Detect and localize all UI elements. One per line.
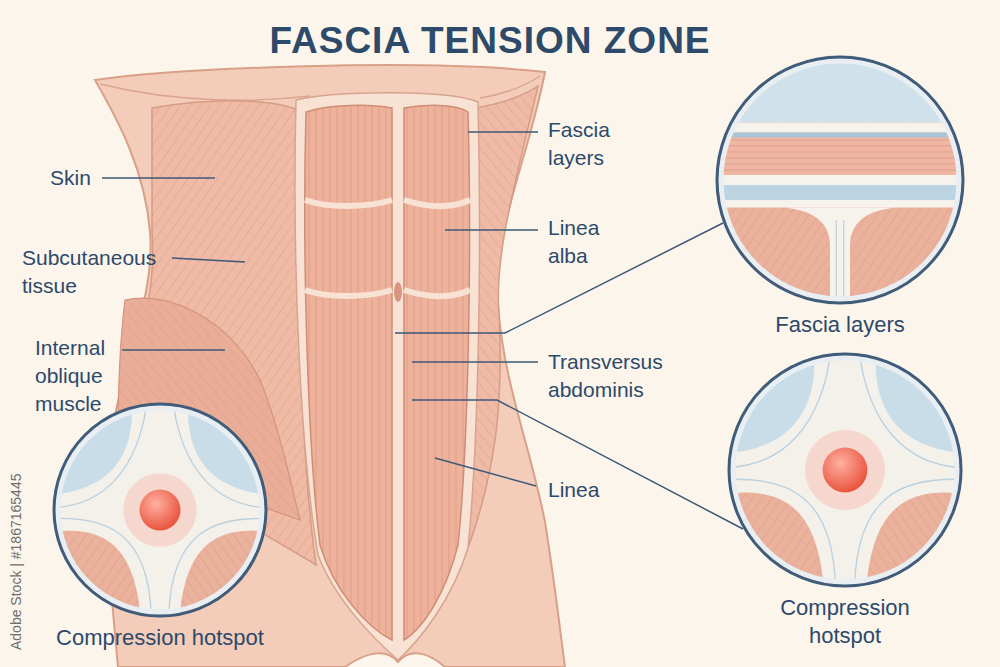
part-label: Linea [548,476,638,504]
rectus-abdominis [305,105,470,640]
part-label: Subcutaneous tissue [22,244,187,300]
circle-outline [52,402,268,618]
part-label: Skin [50,164,140,192]
fascia-layers-detail [715,55,965,305]
detail-circle: Compression hotspot [52,402,268,652]
part-label: Fascia layers [548,116,658,172]
circle-caption: Compression hotspot [20,624,300,652]
circle-caption: Compression hotspot [755,594,935,650]
rectus-sheath [295,93,480,660]
circle-caption: Fascia layers [710,311,970,339]
circle-outline [727,352,963,588]
circle-outline [715,55,965,305]
part-label: Linea alba [548,214,628,270]
part-label: Transversus abdominis [548,348,708,404]
watermark: Adobe Stock | #1867165445 [8,474,24,650]
navel [394,282,402,302]
hotspot-detail [52,402,268,618]
detail-circle: Compression hotspot [727,352,963,650]
detail-circle: Fascia layers [715,55,965,339]
hotspot-detail [727,352,963,588]
diagram-title: FASCIA TENSION ZONE [190,18,790,64]
